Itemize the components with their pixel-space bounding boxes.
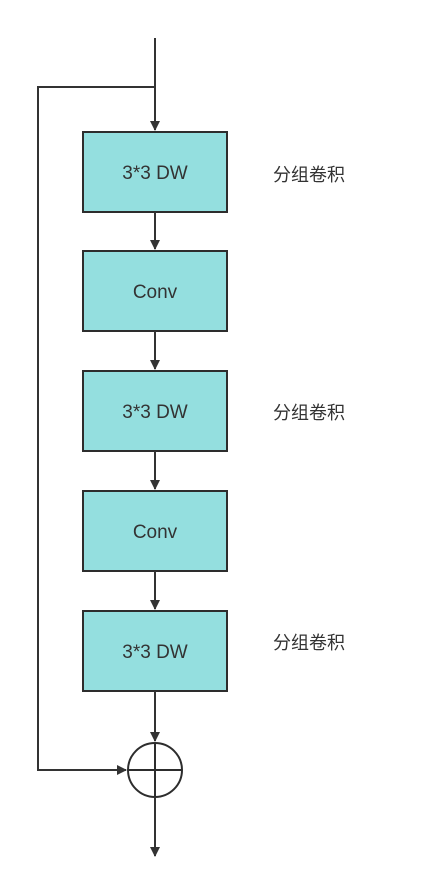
block-1-label: 3*3 DW: [122, 163, 188, 184]
block-3: 3*3 DW: [82, 370, 228, 452]
block-2-label: Conv: [133, 282, 178, 303]
skip-connection-line: [37, 86, 155, 775]
block-5-box: [82, 610, 228, 692]
add-node-icon: [127, 742, 183, 798]
block-3-side-label: 分组卷积: [273, 403, 345, 424]
block-1-box: [82, 131, 228, 213]
block-5-label: 3*3 DW: [122, 642, 188, 663]
block-2: Conv: [82, 250, 228, 332]
block-1-side-label: 分组卷积: [273, 165, 345, 186]
block-5: 3*3 DW: [82, 610, 228, 692]
block-4-box: [82, 490, 228, 572]
block-4-label: Conv: [133, 522, 178, 543]
block-3-label: 3*3 DW: [122, 402, 188, 423]
block-3-box: [82, 370, 228, 452]
block-1: 3*3 DW: [82, 131, 228, 213]
block-4: Conv: [82, 490, 228, 572]
block-5-side-label: 分组卷积: [273, 633, 345, 654]
block-2-box: [82, 250, 228, 332]
